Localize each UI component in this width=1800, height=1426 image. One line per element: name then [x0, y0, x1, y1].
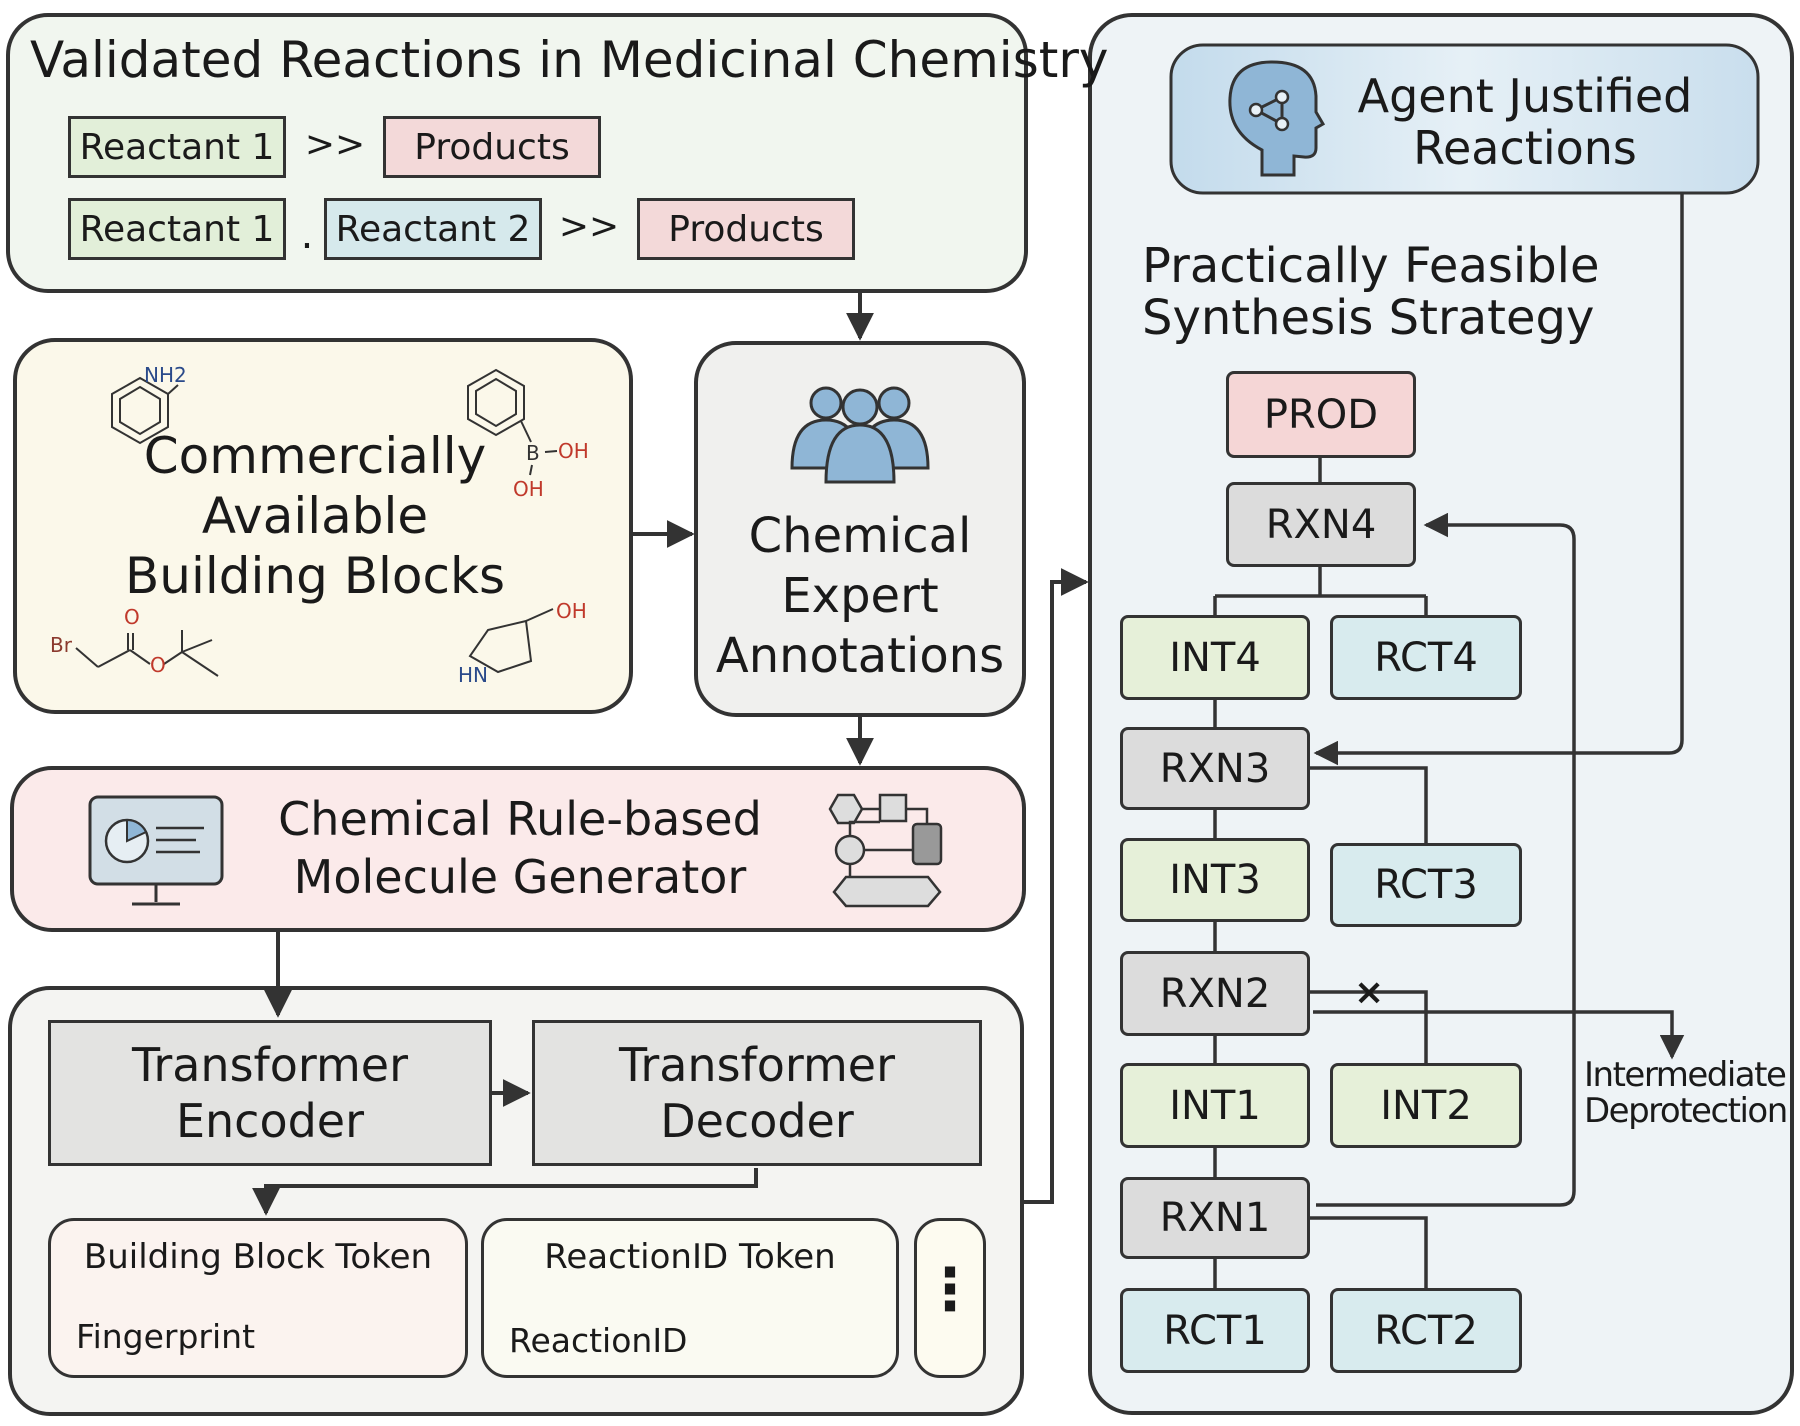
atom-oh-1: OH [558, 439, 589, 463]
deprotection-note-line1: Intermediate [1584, 1055, 1787, 1095]
atom-nh2: NH2 [144, 363, 187, 387]
node-prod: PROD [1226, 371, 1416, 458]
row2-reaction-arrow: >> [558, 206, 620, 247]
bromoacetate-molecule [75, 630, 219, 677]
agent-head-icon [1228, 60, 1326, 177]
building-blocks-title-line3: Building Blocks [124, 547, 505, 605]
expert-title-line2: Expert [781, 568, 939, 624]
atom-o-ester: O [150, 653, 166, 677]
pyrrolidinol-molecule [468, 608, 554, 674]
node-rct4: RCT4 [1330, 615, 1522, 700]
atom-b: B [526, 441, 540, 465]
atom-oh-3: OH [556, 599, 587, 623]
decoder-line1: Transformer [618, 1038, 896, 1092]
node-int1: INT1 [1120, 1063, 1310, 1148]
validated-title: Validated Reactions in Medicinal Chemist… [30, 31, 1109, 89]
expert-title: Chemical Expert Annotations [700, 506, 1020, 686]
atom-oh-2: OH [513, 477, 544, 501]
building-blocks-title-line1: Commercially [143, 427, 487, 485]
agent-title: Agent Justified Reactions [1340, 70, 1710, 174]
fingerprint-label: Fingerprint [76, 1317, 256, 1356]
building-blocks-panel [13, 338, 633, 714]
arrow-deprotection [1313, 1010, 1685, 1060]
rxn-token-title: ReactionID Token [544, 1237, 836, 1277]
decoder-line2: Decoder [660, 1094, 854, 1148]
row2-dot: . [300, 212, 314, 258]
building-blocks-title-line2: Available [201, 487, 429, 545]
row1-products-box: Products [383, 116, 601, 178]
molecule-assembly-icon [828, 793, 943, 908]
atom-br: Br [50, 633, 72, 657]
agent-box [1169, 43, 1760, 195]
node-rct1: RCT1 [1120, 1288, 1310, 1373]
row1-reaction-arrow: >> [304, 124, 366, 165]
deprotection-note: Intermediate Deprotection [1584, 1055, 1788, 1131]
blocked-x-mark: × [1354, 972, 1385, 1013]
node-int3: INT3 [1120, 838, 1310, 922]
deprotection-note-line2: Deprotection [1584, 1091, 1788, 1131]
more-tokens-ellipsis: ⋮ [921, 1255, 979, 1323]
expert-title-line1: Chemical [748, 508, 972, 564]
agent-title-line2: Reactions [1413, 121, 1637, 175]
strategy-title-line1: Practically Feasible [1142, 238, 1600, 294]
node-rxn1: RXN1 [1120, 1177, 1310, 1259]
generator-title: Chemical Rule-based Molecule Generator [250, 790, 790, 906]
rxn-token-box [481, 1218, 899, 1378]
bb-token-title: Building Block Token [83, 1237, 433, 1277]
bb-token-box [48, 1218, 468, 1378]
row2-reactant1-box: Reactant 1 [68, 198, 286, 260]
node-rxn3: RXN3 [1120, 727, 1310, 810]
encoder-line2: Encoder [175, 1094, 365, 1148]
strategy-title-line2: Synthesis Strategy [1142, 290, 1595, 346]
agent-title-line1: Agent Justified [1357, 69, 1693, 123]
generator-title-line1: Chemical Rule-based [278, 792, 762, 846]
generator-title-line2: Molecule Generator [293, 850, 747, 904]
atom-hn: HN [458, 663, 488, 687]
node-rxn4: RXN4 [1226, 482, 1416, 567]
encoder-line1: Transformer [131, 1038, 409, 1092]
expert-title-line3: Annotations [715, 628, 1005, 684]
more-tokens-box [914, 1218, 986, 1378]
experts-people-icon [790, 386, 930, 484]
row2-products-box: Products [637, 198, 855, 260]
node-int4: INT4 [1120, 615, 1310, 700]
generator-panel [10, 766, 1026, 932]
arrow-agent-to-rxn3 [1313, 193, 1684, 766]
row2-reactant2-box: Reactant 2 [324, 198, 542, 260]
reactionid-label: ReactionID [509, 1321, 688, 1360]
monitor-chart-icon [88, 795, 224, 906]
transformer-decoder-box: Transformer Decoder [532, 1020, 982, 1166]
row1-reactant1-box: Reactant 1 [68, 116, 286, 178]
node-int2: INT2 [1330, 1063, 1522, 1148]
aniline-molecule [111, 376, 179, 445]
tree-connectors [1213, 458, 1428, 1288]
building-blocks-title: Commercially Available Building Blocks [100, 426, 530, 606]
arrow-decoder-to-token [252, 1168, 758, 1216]
node-rxn2: RXN2 [1120, 951, 1310, 1036]
atom-o-carbonyl: O [124, 605, 140, 629]
arrow-rxn1-to-rxn4 [1316, 512, 1576, 1207]
arrow-transformer-to-right [1022, 568, 1089, 1204]
node-rct3: RCT3 [1330, 843, 1522, 927]
transformer-encoder-box: Transformer Encoder [48, 1020, 492, 1166]
strategy-title: Practically Feasible Synthesis Strategy [1142, 240, 1600, 344]
node-rct2: RCT2 [1330, 1288, 1522, 1373]
boronic-acid-molecule [467, 368, 558, 476]
